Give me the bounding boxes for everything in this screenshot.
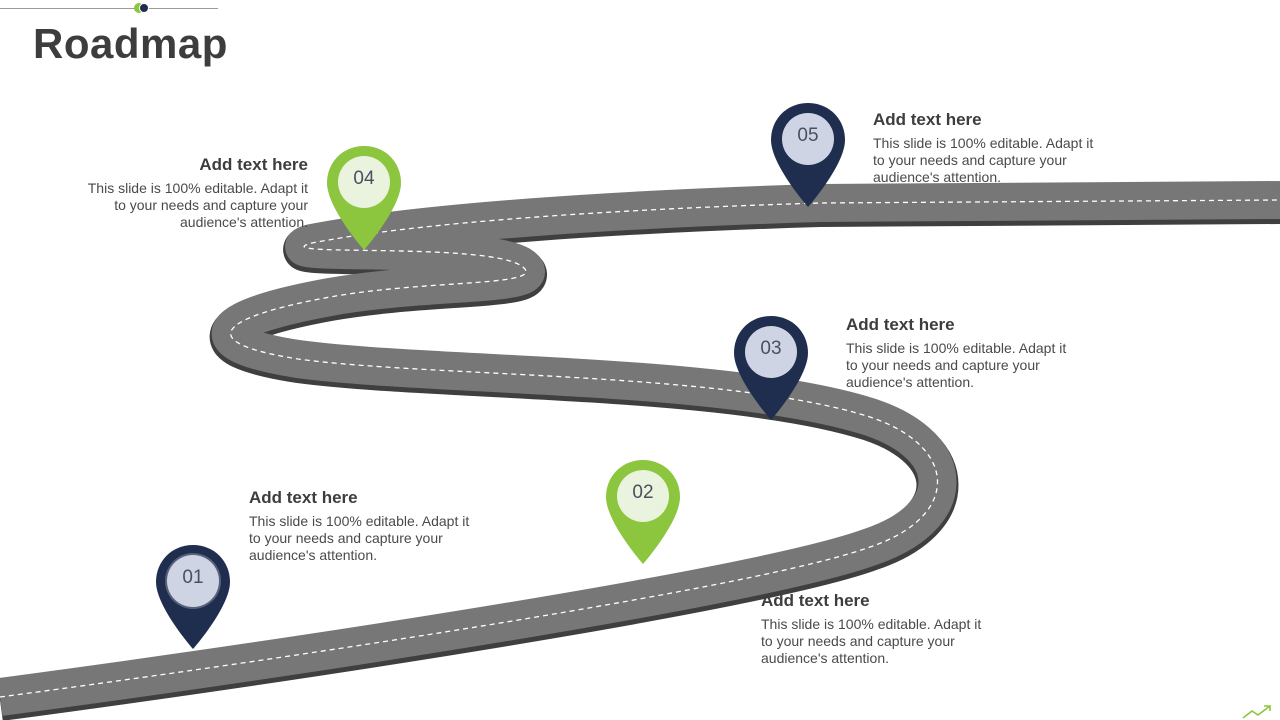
step-description: This slide is 100% editable. Adapt it to… xyxy=(873,135,1094,185)
step-heading: Add text here xyxy=(199,155,308,174)
step-description: This slide is 100% editable. Adapt it to… xyxy=(761,616,982,666)
map-pin-icon xyxy=(327,146,401,250)
top-divider-line xyxy=(0,8,218,9)
map-pin-icon xyxy=(156,545,230,649)
trend-arrow-icon xyxy=(1242,705,1271,719)
step-marker-04: 04 xyxy=(323,142,405,250)
step-marker-05: 05 xyxy=(767,99,849,207)
step-text-03: Add text here This slide is 100% editabl… xyxy=(846,315,1076,391)
top-accent-dot-navy xyxy=(139,3,149,13)
step-description: This slide is 100% editable. Adapt it to… xyxy=(87,180,308,230)
step-marker-02: 02 xyxy=(602,456,684,564)
road-center-line xyxy=(0,199,1280,698)
map-pin-icon xyxy=(771,103,845,207)
step-description: This slide is 100% editable. Adapt it to… xyxy=(249,513,470,563)
step-number: 04 xyxy=(353,168,375,189)
step-text-02: Add text here This slide is 100% editabl… xyxy=(761,591,991,667)
map-pin-icon xyxy=(734,316,808,420)
map-pin-icon xyxy=(606,460,680,564)
step-text-04: Add text here This slide is 100% editabl… xyxy=(78,155,308,231)
step-heading: Add text here xyxy=(873,110,982,129)
step-heading: Add text here xyxy=(846,315,955,334)
step-heading: Add text here xyxy=(249,488,358,507)
step-text-01: Add text here This slide is 100% editabl… xyxy=(249,488,479,564)
step-number: 01 xyxy=(182,567,204,588)
step-number: 02 xyxy=(632,482,654,503)
step-marker-01: 01 xyxy=(152,541,234,649)
step-number: 03 xyxy=(760,338,782,359)
step-description: This slide is 100% editable. Adapt it to… xyxy=(846,340,1067,390)
step-number: 05 xyxy=(797,125,819,146)
step-heading: Add text here xyxy=(761,591,870,610)
step-marker-03: 03 xyxy=(730,312,812,420)
slide-title: Roadmap xyxy=(33,20,228,67)
step-text-05: Add text here This slide is 100% editabl… xyxy=(873,110,1103,186)
